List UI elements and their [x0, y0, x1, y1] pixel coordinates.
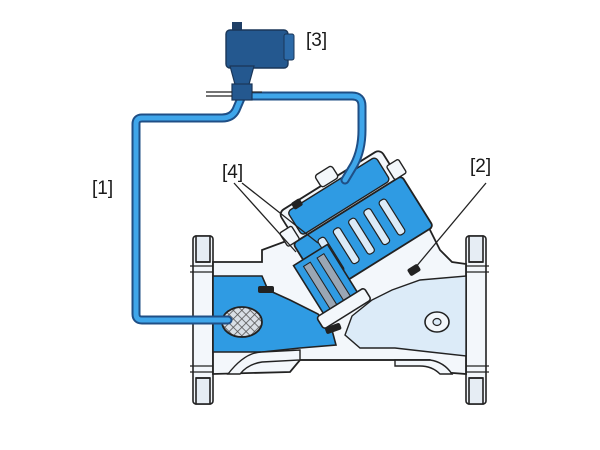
body-ribs — [226, 349, 454, 375]
label-3: [3] — [306, 30, 327, 51]
outlet-chamber — [344, 275, 467, 357]
label-4: [4] — [222, 162, 243, 183]
valve-stem — [292, 243, 372, 329]
leader-lines — [233, 182, 487, 269]
label-1: [1] — [92, 178, 113, 199]
label-2: [2] — [470, 156, 491, 177]
right-flange — [463, 235, 489, 405]
pilot-solenoid — [206, 22, 295, 101]
seals — [258, 198, 421, 334]
